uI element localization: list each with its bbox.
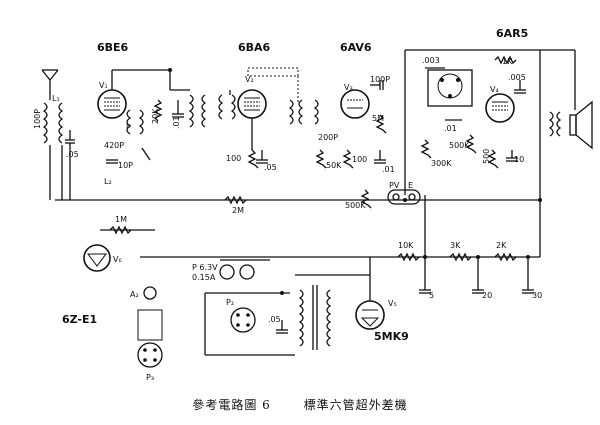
res-1m-label: 1M xyxy=(115,215,127,224)
tube-v1-icon xyxy=(97,89,127,119)
pilot-volt-label: P 6.3V xyxy=(192,263,218,272)
res-100b-label: 100 xyxy=(352,155,367,164)
cap-05b-label: .05 xyxy=(264,163,277,172)
tube-v3-type: 6AV6 xyxy=(340,41,372,54)
tube-v5-icon xyxy=(355,300,385,330)
tube-v2-type: 6BA6 xyxy=(238,41,271,54)
tube-v5-type: 5MK9 xyxy=(374,330,409,343)
cap-20-label: 20 xyxy=(482,291,492,300)
cap-100p-label: 100P xyxy=(33,109,42,129)
cap-01a-label: .01 xyxy=(172,116,181,129)
tube-v1-ref: V₁ xyxy=(99,81,108,90)
cap-200p-label: 200P xyxy=(318,133,338,142)
speaker-icon xyxy=(569,100,593,150)
a2-label: A₂ xyxy=(130,290,139,299)
cap-01b-label: .01 xyxy=(382,165,395,174)
res-500-label: 500 xyxy=(482,149,491,164)
res-3k-label: 3K xyxy=(450,241,461,250)
caption: 參考電路圖 6 標準六管超外差機 xyxy=(0,396,600,413)
cap-05c-label: .05 xyxy=(268,315,281,324)
res-300k-label: 300K xyxy=(431,159,452,168)
cap-005-label: .005 xyxy=(508,73,526,82)
res-50k-label: 50K xyxy=(326,161,342,170)
tube-v2-icon xyxy=(237,89,267,119)
l2-label: L₂ xyxy=(104,177,112,186)
antenna-icon xyxy=(41,69,59,100)
tube-v4-type: 6AR5 xyxy=(496,27,528,40)
tube-v4-ref: V₄ xyxy=(490,85,499,94)
caption-left: 參考電路圖 6 xyxy=(192,398,271,412)
res-2k-label: 2K xyxy=(496,241,507,250)
cap-100pb-label: 100P xyxy=(370,75,390,84)
connector-box xyxy=(137,309,163,341)
cap-10-label: 10 xyxy=(514,155,524,164)
res-5m-label: 5M xyxy=(372,114,384,123)
cap-003-label: .003 xyxy=(422,56,440,65)
res-100a-label: 100 xyxy=(226,154,241,163)
res-500kb-label: 500K xyxy=(345,201,366,210)
cap-420p-label: 420P xyxy=(104,141,124,150)
tube-v3-ref: V₃ xyxy=(344,83,353,92)
tube-v3-icon xyxy=(340,89,370,119)
tube-socket-icon xyxy=(427,69,473,107)
a2-pilot-icon xyxy=(143,286,157,300)
res-500k-label: 500K xyxy=(449,141,470,150)
res-10k-label: 10K xyxy=(398,241,414,250)
tube-v6-type: 6Z-E1 xyxy=(62,313,97,326)
tube-v6-icon xyxy=(83,244,111,272)
cap-p-label: P xyxy=(126,123,131,132)
l1-label: L₁ xyxy=(52,94,60,103)
e-label: E xyxy=(408,181,413,190)
tube-v6-ref: V₆ xyxy=(113,255,122,264)
tube-v5-ref: V₅ xyxy=(388,299,397,308)
cap-05-label: .05 xyxy=(66,150,79,159)
cap-01c-label: .01 xyxy=(444,124,457,133)
plug-p2-icon xyxy=(230,307,256,333)
plug-p3-icon xyxy=(137,342,163,368)
shield-outline xyxy=(247,67,299,77)
cap-30-label: 30 xyxy=(532,291,542,300)
res-2m-label: 2M xyxy=(232,206,244,215)
input-coil-l1 xyxy=(42,102,64,144)
cap-10p-label: 10P xyxy=(118,161,133,170)
p3-label: P₃ xyxy=(146,373,154,382)
cap-5-label: 5 xyxy=(429,291,434,300)
res-1k-label: 1K xyxy=(502,57,513,66)
pv-label: PV xyxy=(389,181,400,190)
res-20k-label: 20K xyxy=(151,108,160,124)
pv-jack xyxy=(387,189,421,205)
pilot-lamp-icon-2 xyxy=(239,264,255,280)
tube-v4-icon xyxy=(485,93,515,123)
pilot-amp-label: 0.15A xyxy=(192,273,216,282)
caption-right: 標準六管超外差機 xyxy=(303,398,408,412)
tube-v2-ref: V₂ xyxy=(245,75,254,84)
tube-v1-type: 6BE6 xyxy=(97,41,129,54)
p2-label: P₂ xyxy=(226,298,234,307)
pilot-lamp-icon-1 xyxy=(219,264,235,280)
